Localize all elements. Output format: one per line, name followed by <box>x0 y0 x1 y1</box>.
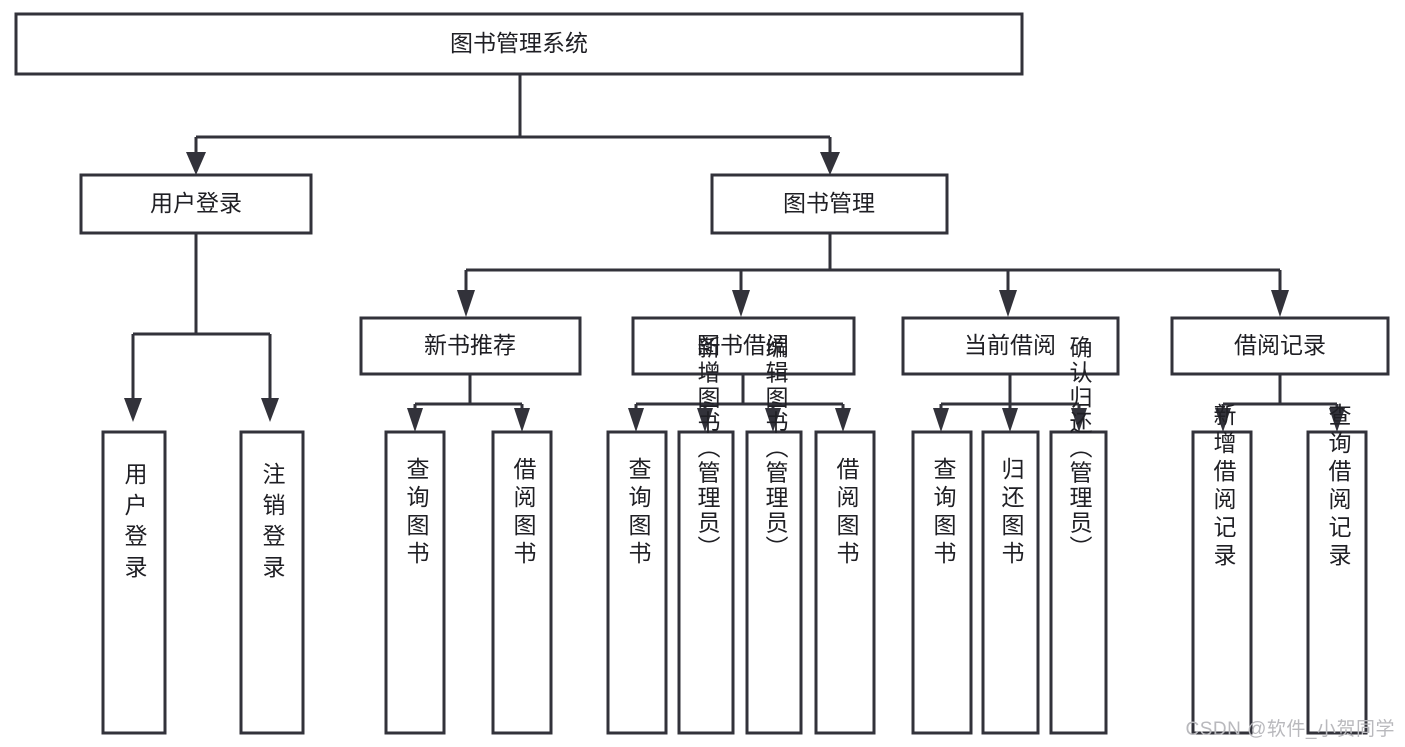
leaf-borrowrecord-query[interactable]: 查询借阅记录 <box>1306 403 1368 735</box>
node-book-borrow-label: 图书借阅 <box>697 332 789 358</box>
arrow-head-currentborrow-leaf-2 <box>1002 408 1018 432</box>
arrow-head-user-login <box>186 152 206 175</box>
node-root-label: 图书管理系统 <box>450 30 588 56</box>
node-borrow-record-label: 借阅记录 <box>1234 332 1326 358</box>
leaf-bookborrow-query[interactable]: 查询图书 <box>606 430 668 735</box>
leaf-bookborrow-add[interactable]: 新增图书（管理员） <box>677 336 735 735</box>
arrow-head-bookborrow-leaf-2 <box>697 408 713 432</box>
leaf-user-login-login[interactable]: 用户登录 <box>101 430 167 735</box>
leaf-currentborrow-return-label: 归还图书 <box>998 457 1025 569</box>
leaf-newbook-query[interactable]: 查询图书 <box>384 430 446 735</box>
leaf-currentborrow-return[interactable]: 归还图书 <box>981 430 1040 735</box>
arrow-head-leaf-user-login <box>124 398 142 422</box>
node-user-login-label: 用户登录 <box>150 190 242 216</box>
leaf-bookborrow-add-label: 新增图书（管理员） <box>694 336 721 561</box>
arrow-head-leaf-logout <box>261 398 279 422</box>
node-new-book-recommend-label: 新书推荐 <box>424 332 516 358</box>
node-new-book-recommend[interactable]: 新书推荐 <box>359 316 582 376</box>
arrow-head-bookborrow-leaf-1 <box>628 408 644 432</box>
arrow-head-book-borrow <box>732 290 750 317</box>
leaf-currentborrow-query[interactable]: 查询图书 <box>911 430 973 735</box>
arrow-head-borrowrecord-leaf-2 <box>1329 408 1345 432</box>
arrow-head-borrowrecord-leaf-1 <box>1215 408 1231 432</box>
arrow-head-currentborrow-leaf-1 <box>933 408 949 432</box>
leaf-bookborrow-edit[interactable]: 编辑图书（管理员） <box>745 336 803 735</box>
leaf-user-login-login-label: 用户登录 <box>121 462 148 586</box>
node-user-login[interactable]: 用户登录 <box>79 173 313 235</box>
arrow-head-current-borrow <box>999 290 1017 317</box>
leaf-user-login-logout[interactable]: 注销登录 <box>239 430 305 735</box>
leaf-bookborrow-query-label: 查询图书 <box>625 457 652 569</box>
arrow-head-newbook-leaf-1 <box>407 408 423 432</box>
node-current-borrow-label: 当前借阅 <box>964 332 1056 358</box>
connector-layer <box>124 74 1345 432</box>
arrow-head-new-book <box>457 290 475 317</box>
leaf-user-login-logout-label: 注销登录 <box>259 462 286 586</box>
arrow-head-newbook-leaf-2 <box>514 408 530 432</box>
leaf-currentborrow-confirm-label: 确认归还（管理员） <box>1066 336 1093 561</box>
leaf-borrowrecord-query-label: 查询借阅记录 <box>1325 403 1352 571</box>
leaf-newbook-query-label: 查询图书 <box>403 457 430 569</box>
arrow-head-bookborrow-leaf-4 <box>835 408 851 432</box>
node-book-manage[interactable]: 图书管理 <box>710 173 949 235</box>
leaf-newbook-borrow[interactable]: 借阅图书 <box>491 430 553 735</box>
node-borrow-record[interactable]: 借阅记录 <box>1170 316 1390 376</box>
leaf-bookborrow-borrow[interactable]: 借阅图书 <box>814 430 876 735</box>
leaf-borrowrecord-add-label: 新增借阅记录 <box>1210 403 1237 571</box>
arrow-head-currentborrow-leaf-3 <box>1071 408 1087 432</box>
node-current-borrow[interactable]: 当前借阅 <box>901 316 1120 376</box>
arrow-head-bookborrow-leaf-3 <box>765 408 781 432</box>
arrow-head-book-manage <box>820 152 840 175</box>
node-book-borrow[interactable]: 图书借阅 <box>631 316 856 376</box>
leaf-newbook-borrow-label: 借阅图书 <box>510 457 537 569</box>
leaf-borrowrecord-add[interactable]: 新增借阅记录 <box>1191 403 1253 735</box>
leaf-currentborrow-confirm[interactable]: 确认归还（管理员） <box>1049 336 1108 735</box>
leaf-currentborrow-query-label: 查询图书 <box>930 457 957 569</box>
arrow-head-borrow-record <box>1271 290 1289 317</box>
leaf-bookborrow-edit-label: 编辑图书（管理员） <box>762 336 789 561</box>
leaf-bookborrow-borrow-label: 借阅图书 <box>833 457 860 569</box>
node-root[interactable]: 图书管理系统 <box>14 12 1024 76</box>
node-book-manage-label: 图书管理 <box>783 190 875 216</box>
